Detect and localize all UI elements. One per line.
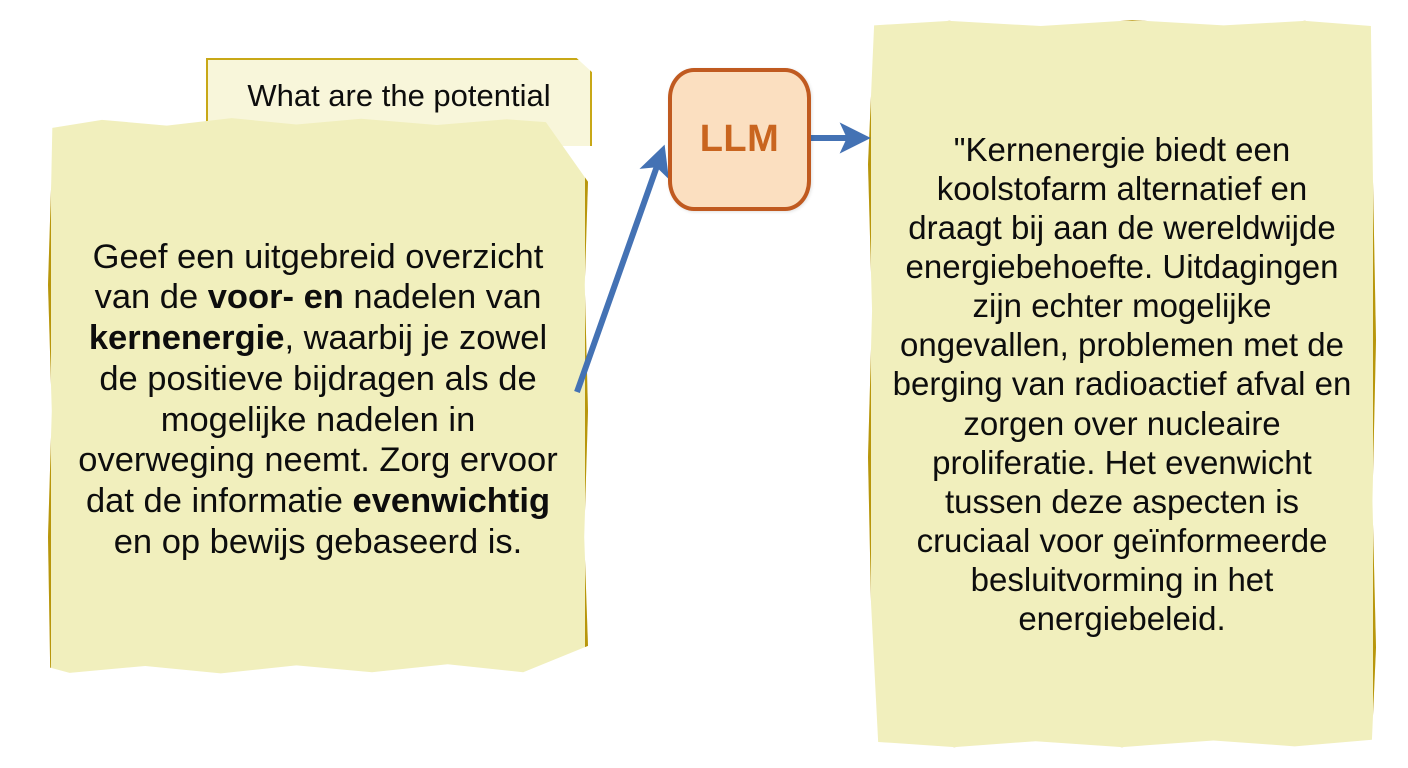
prompt-text-segment: en op bewijs gebaseerd is. bbox=[113, 522, 523, 561]
response-note-text: "Kernenergie biedt een koolstofarm alter… bbox=[892, 130, 1352, 638]
prompt-text-segment: nadelen van bbox=[343, 278, 542, 317]
prompt-text-segment: , waarbij je zowel de positieve bijdrage… bbox=[78, 319, 558, 520]
prompt-text-segment: evenwichtig bbox=[352, 481, 551, 520]
prompt-note[interactable]: Geef een uitgebreid overzicht van de voo… bbox=[48, 113, 588, 686]
prompt-text-segment: kernenergie bbox=[88, 319, 285, 358]
llm-label: LLM bbox=[699, 118, 780, 160]
prompt-text-segment: Geef een uitgebreid overzicht van de bbox=[92, 237, 544, 317]
response-note[interactable]: "Kernenergie biedt een koolstofarm alter… bbox=[868, 18, 1376, 750]
prompt-note-text: Geef een uitgebreid overzicht van de voo… bbox=[48, 237, 588, 563]
prompt-text-segment: voor- en bbox=[207, 278, 344, 317]
prompt-note-paper bbox=[48, 118, 588, 674]
background-note-text: What are the potential bbox=[247, 78, 551, 113]
llm-box[interactable]: LLM bbox=[668, 68, 811, 211]
